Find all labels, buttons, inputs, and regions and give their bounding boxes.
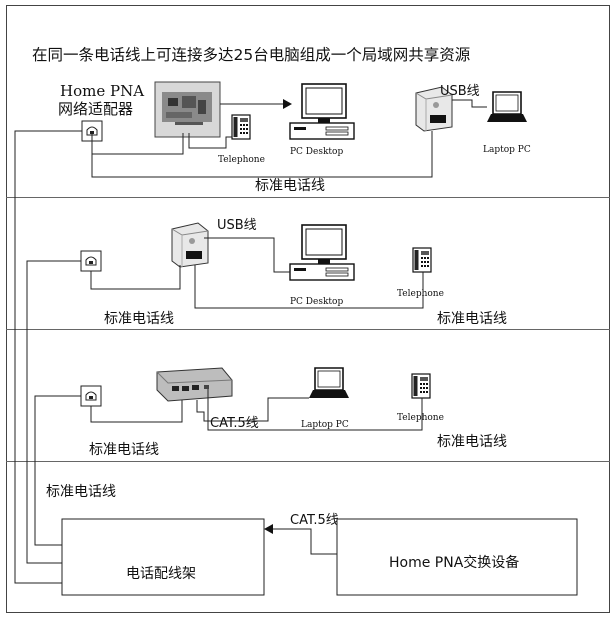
std-phone-line-label-2b: 标准电话线 [437, 311, 507, 327]
telephone-label-3: Telephone [397, 413, 444, 423]
diagram-title: 在同一条电话线上可连接多达25台电脑组成一个局域网共享资源 [32, 46, 470, 64]
home-pna-adapter-card [154, 81, 221, 138]
wire-usb-to-laptop [452, 99, 487, 108]
wire-jack-to-hub-3 [90, 400, 183, 423]
outer-frame [6, 5, 610, 613]
usb-cable-label-2: USB线 [217, 218, 257, 233]
wire-jack-to-usb-adapter-2 [90, 265, 181, 290]
pc-desktop-icon-2 [289, 224, 355, 281]
phone-patch-panel-box [61, 518, 265, 596]
laptop-pc-label-3: Laptop PC [301, 420, 349, 430]
adapter-label-line2: 网络适配器 [58, 100, 133, 118]
cat5-label-4: CAT.5线 [290, 513, 339, 528]
std-phone-line-label-2a: 标准电话线 [104, 311, 174, 327]
riser-wire-1 [14, 130, 82, 584]
std-phone-line-label: 标准电话线 [255, 178, 325, 194]
laptop-icon [486, 91, 528, 123]
arrow-to-pc [283, 99, 292, 109]
wire-adapter-to-phone [188, 133, 232, 149]
usb-adapter-icon-2 [171, 222, 209, 268]
phone-patch-panel-label: 电话配线架 [126, 566, 196, 582]
wire-jack-to-usb-adapter [91, 131, 433, 178]
home-pna-switch-box [336, 518, 578, 596]
usb-cable-label: USB线 [440, 84, 480, 99]
wire-hub-to-phone-3 [207, 389, 423, 431]
adapter-label-line1: Home PNA [60, 82, 144, 100]
telephone-label: Telephone [218, 155, 265, 165]
wire-switch-to-patch-panel [272, 528, 337, 555]
laptop-pc-label: Laptop PC [483, 145, 531, 155]
riser-wire-2 [26, 260, 81, 564]
wall-jack-icon-2 [80, 250, 102, 272]
wire-usb-to-pc-2 [204, 237, 290, 273]
telephone-icon-3 [411, 373, 431, 399]
telephone-icon [231, 114, 251, 140]
telephone-icon-2 [412, 247, 432, 273]
wall-jack-icon-3 [80, 385, 102, 407]
arrow-to-patch-panel [264, 524, 273, 534]
cat5-label-3: CAT.5线 [210, 416, 259, 431]
home-pna-hub-device [156, 367, 233, 402]
std-phone-line-label-4: 标准电话线 [46, 484, 116, 500]
pc-desktop-icon [289, 83, 355, 140]
home-pna-switch-label: Home PNA交换设备 [389, 554, 519, 571]
pc-desktop-label-2: PC Desktop [290, 297, 343, 307]
pc-desktop-label: PC Desktop [290, 147, 343, 157]
wire-hub-to-laptop-3 [196, 397, 309, 422]
std-phone-line-label-3a: 标准电话线 [89, 442, 159, 458]
std-phone-line-label-3b: 标准电话线 [437, 434, 507, 450]
wire-usb-to-phone-2 [194, 265, 424, 309]
laptop-icon-3 [308, 367, 350, 399]
riser-wire-3 [34, 395, 81, 546]
telephone-label-2: Telephone [397, 289, 444, 299]
